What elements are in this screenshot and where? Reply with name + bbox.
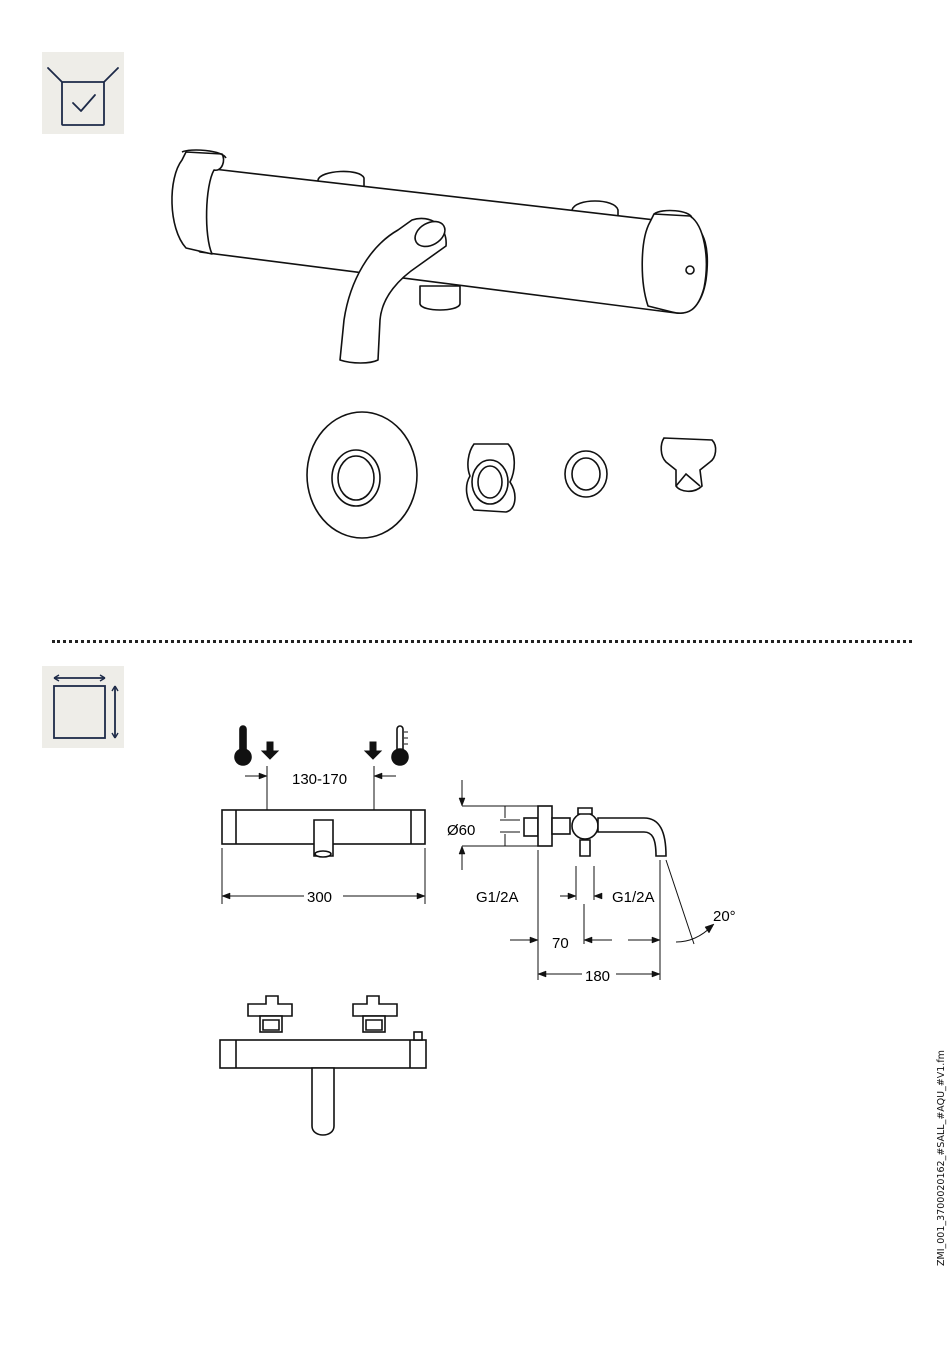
depth-total-label: 180: [585, 968, 610, 985]
top-view-drawing: [215, 988, 435, 1140]
document-code: ZMI_001_3700020162_#SALL_#AQU_#V1.fm: [936, 1050, 947, 1266]
diameter-label: Ø60: [447, 822, 475, 839]
accessory-parts-illustration: [300, 405, 730, 545]
section-divider: [52, 640, 912, 643]
thread-outlet-label: G1/2A: [612, 889, 655, 906]
dimensions-icon-box: [42, 666, 124, 748]
body-width-label: 300: [307, 889, 332, 906]
side-view-dimension-drawing: Ø60 G1/2A G1/2A 70 180 20°: [440, 775, 750, 985]
cold-inlet-arrow-icon: [365, 742, 381, 759]
hot-inlet-arrow-icon: [262, 742, 278, 759]
thread-inlet-label: G1/2A: [476, 889, 519, 906]
depth-inlet-label: 70: [552, 935, 569, 952]
dimensions-icon: [42, 666, 124, 748]
mixer-product-illustration: [160, 140, 720, 380]
hot-thermometer-icon: [240, 726, 246, 752]
front-view-dimension-drawing: 130-170 300: [215, 720, 440, 910]
cold-thermometer-icon: [397, 726, 403, 752]
package-check-icon: [42, 52, 124, 134]
inlet-spacing-label: 130-170: [292, 771, 347, 788]
package-contents-icon-box: [42, 52, 124, 134]
spout-angle-label: 20°: [713, 908, 736, 925]
